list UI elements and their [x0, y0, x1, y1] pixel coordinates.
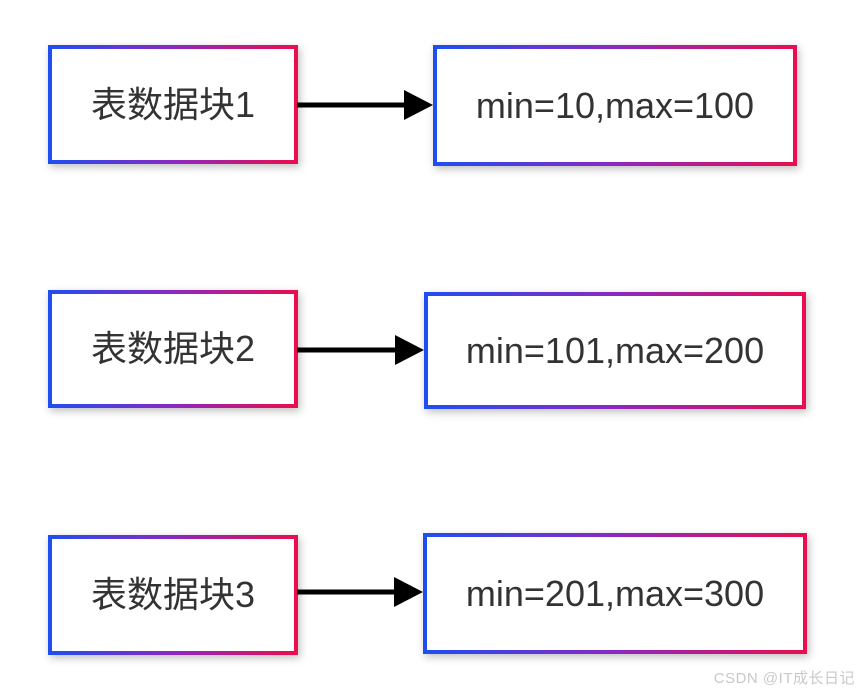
- source-node-2: 表数据块2: [48, 290, 298, 408]
- target-node-3-label: min=201,max=300: [465, 572, 765, 614]
- arrow-right-icon: [297, 335, 424, 365]
- target-node-2: min=101,max=200: [424, 292, 806, 409]
- arrow-right-icon: [297, 577, 423, 607]
- source-node-3-label: 表数据块3: [90, 574, 256, 615]
- target-node-1-label: min=10,max=100: [475, 84, 755, 126]
- target-node-2-label: min=101,max=200: [465, 329, 765, 371]
- target-node-3: min=201,max=300: [423, 533, 807, 654]
- arrow-right-icon: [297, 90, 433, 120]
- csdn-watermark: CSDN @IT成长日记: [713, 670, 855, 687]
- target-node-1: min=10,max=100: [433, 45, 797, 166]
- source-node-3: 表数据块3: [48, 535, 298, 655]
- source-node-2-label: 表数据块2: [90, 328, 256, 369]
- source-node-1-label: 表数据块1: [90, 83, 256, 125]
- source-node-1: 表数据块1: [48, 45, 298, 164]
